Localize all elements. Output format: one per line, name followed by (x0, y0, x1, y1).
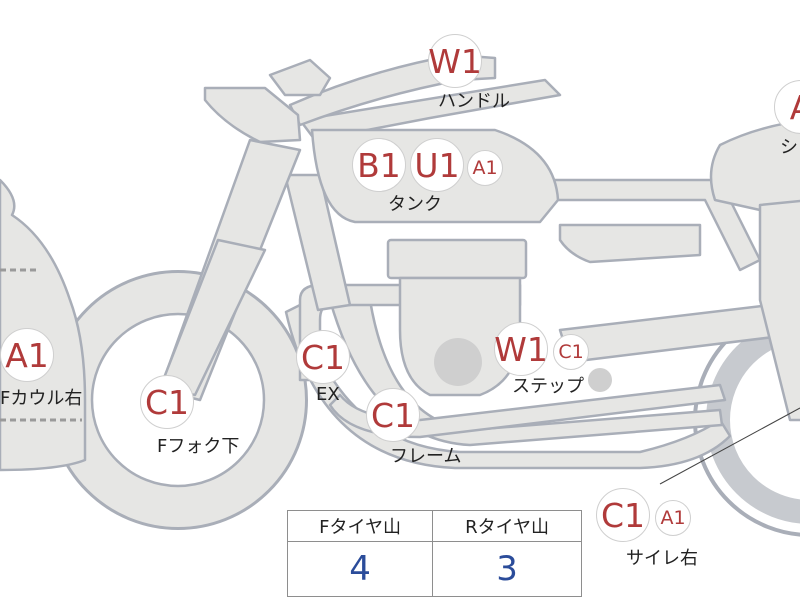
step-c-badge: C1 (553, 334, 589, 370)
front-cowl (0, 178, 87, 472)
ex-label: EX (316, 384, 340, 405)
tire-tread-table: Fタイヤ山 Rタイヤ山 4 3 (286, 510, 582, 597)
f-cowl-right-label: Fカウル右 (0, 388, 83, 409)
engine-top (386, 238, 528, 280)
tank-b-badge: B1 (352, 138, 406, 192)
frame-label: フレーム (390, 446, 462, 467)
seat-label: シ (780, 137, 798, 158)
step-label: ステップ (512, 376, 584, 397)
rear-tire-header: Rタイヤ山 (432, 510, 582, 542)
f-fork-lower-label: Fフォク下 (157, 436, 240, 457)
step-w-badge: W1 (494, 322, 548, 376)
front-tire-header: Fタイヤ山 (286, 510, 434, 542)
ex-c-badge: C1 (296, 330, 350, 384)
frame-c-badge: C1 (366, 388, 420, 442)
silencer-right-label: サイレ右 (626, 548, 698, 569)
silencer-c-badge: C1 (596, 488, 650, 542)
silencer-a-badge: A1 (655, 500, 691, 536)
handle-label: ハンドル (438, 91, 510, 112)
seat (709, 119, 800, 212)
rear-tire-value: 3 (432, 541, 582, 597)
front-tire-value: 4 (286, 541, 434, 597)
cowl-a-badge: A1 (0, 328, 54, 382)
handle-w-badge: W1 (428, 34, 482, 88)
tank-u-badge: U1 (410, 138, 464, 192)
fork-c-badge: C1 (140, 375, 194, 429)
silencer-leader-line (659, 407, 800, 485)
tank-a-badge: A1 (467, 150, 503, 186)
tank-label: タンク (388, 194, 442, 215)
